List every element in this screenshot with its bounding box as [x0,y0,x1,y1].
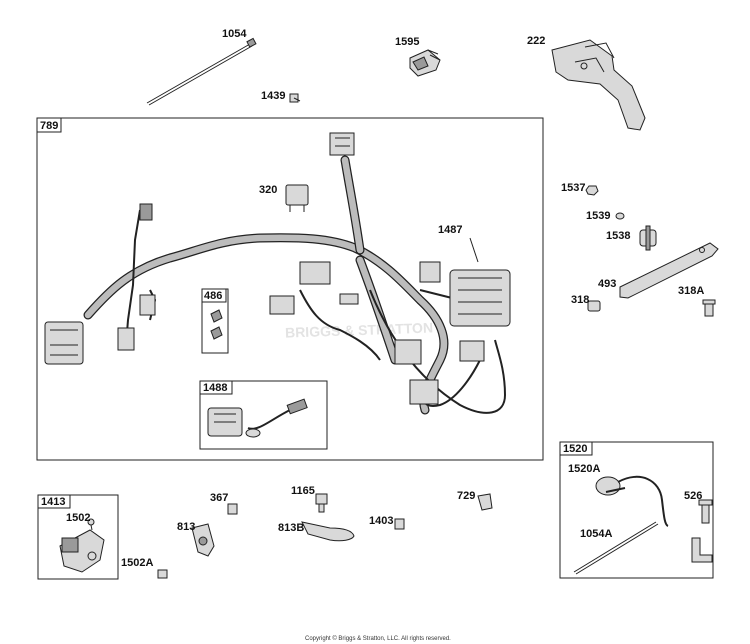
screw-part-1403[interactable] [394,518,405,530]
screw-part-526[interactable] [698,499,713,524]
group-label-789: 789 [40,120,58,132]
callout-1537: 1537 [561,182,585,194]
callout-493: 493 [598,278,616,290]
connector-part-1595[interactable] [409,49,441,77]
group-486-terminals[interactable]: 486 [201,288,229,354]
callout-813: 813 [177,521,195,533]
callout-1054A: 1054A [580,528,612,540]
module-part-1487[interactable] [449,237,511,327]
nut-part-1537[interactable] [585,185,599,196]
copyright-notice: Copyright © Briggs & Stratton, LLC. All … [305,635,451,642]
callout-1439: 1439 [261,90,285,102]
wiring-harness-part-789[interactable] [44,132,507,415]
group-label-486: 486 [204,290,222,302]
sensor-part-1502[interactable] [59,518,105,573]
screw-part-367[interactable] [227,503,238,515]
callout-813B: 813B [278,522,304,534]
callout-1502: 1502 [66,512,90,524]
callout-1520A: 1520A [568,463,600,475]
cable-tie-part-1054[interactable] [146,37,257,106]
callout-526: 526 [684,490,702,502]
callout-318: 318 [571,294,589,306]
group-label-1488: 1488 [203,382,227,394]
screw-part-318[interactable] [587,300,601,312]
bracket-part-1520-plate[interactable] [691,537,713,563]
bolt-part-1165[interactable] [315,493,328,513]
screw-part-1439[interactable] [289,93,301,103]
callout-318A: 318A [678,285,704,297]
group-label-1413: 1413 [41,496,65,508]
sensor-part-1520A[interactable] [595,475,669,527]
callout-320: 320 [259,184,277,196]
screw-part-1502A[interactable] [157,569,168,579]
group-label-1520: 1520 [563,443,587,455]
callout-1165: 1165 [291,485,315,497]
group-1520-box: 1520 [559,441,714,579]
washer-part-1539[interactable] [615,212,625,220]
cable-tie-part-1054A[interactable] [573,521,659,575]
callout-1595: 1595 [395,36,419,48]
screw-part-318A[interactable] [702,299,716,317]
callout-1539: 1539 [586,210,610,222]
callout-1403: 1403 [369,515,393,527]
clamp-part-813B[interactable] [301,521,355,542]
group-789-harness-box: 789 [36,117,544,461]
clamp-part-813[interactable] [191,523,215,557]
relay-part-320[interactable] [285,184,309,212]
callout-367: 367 [210,492,228,504]
group-1413-box: 1413 [37,494,119,580]
callout-1054: 1054 [222,28,247,40]
bracket-part-222[interactable] [551,39,646,131]
callout-729: 729 [457,490,475,502]
callout-222: 222 [527,35,545,47]
clip-part-729[interactable] [477,493,493,511]
callout-1538: 1538 [606,230,630,242]
grommet-part-1538[interactable] [639,225,657,251]
callout-1487: 1487 [438,224,462,236]
bracket-part-493[interactable] [619,242,719,299]
callout-1502A: 1502A [121,557,153,569]
watermark: BRIGGS & STRATTON [285,319,434,340]
group-1488-fuse-holder[interactable]: 1488 [199,380,328,450]
